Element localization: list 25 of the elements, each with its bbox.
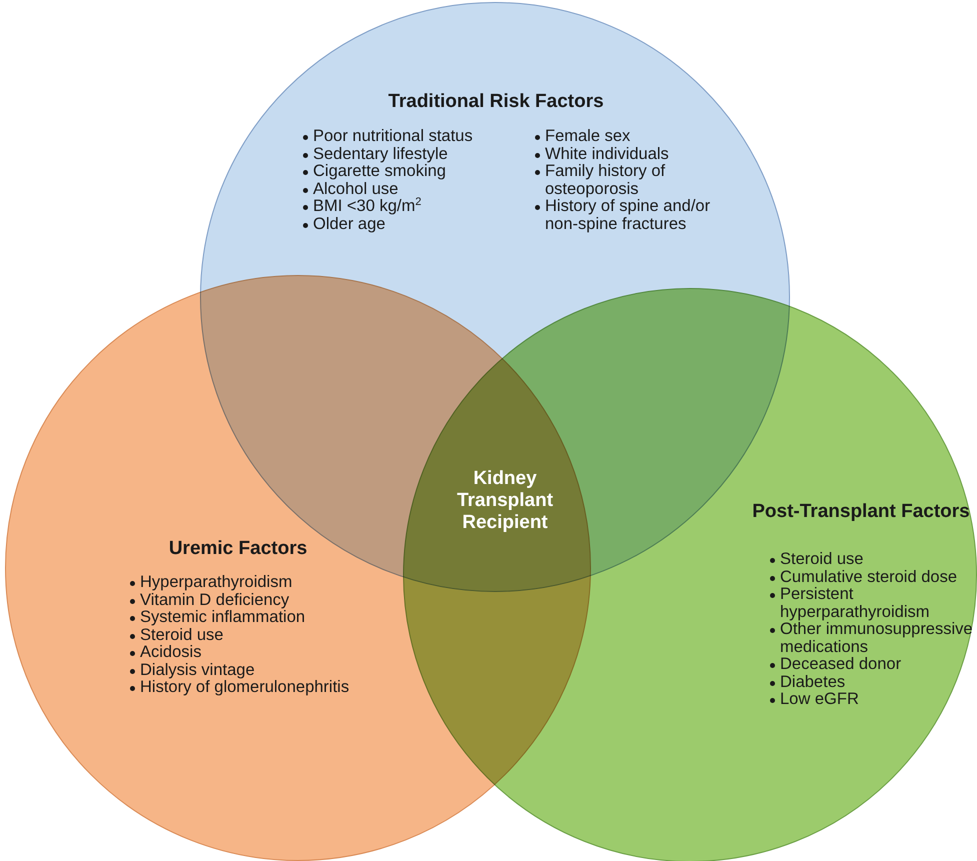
list-item: Sedentary lifestyle (302, 146, 448, 163)
list-item: Low eGFR (769, 691, 859, 708)
list-item: History of glomerulonephritis (129, 679, 350, 696)
list-item: Alcohol use (302, 180, 398, 198)
list-item: Persistent hyperparathyroidism (769, 586, 977, 621)
list-item: Deceased donor (769, 656, 902, 674)
list-item: Steroid use (129, 626, 224, 644)
list-item: Family history of osteoporosis (534, 163, 739, 198)
list-item: Older age (302, 216, 386, 233)
circle-heading: Post-Transplant Factors (751, 501, 971, 523)
list-item: Cigarette smoking (302, 163, 446, 180)
center-label: Kidney Transplant Recipient (430, 468, 580, 534)
list-item: Other immunosuppressive medications (769, 621, 977, 656)
list-item: Vitamin D deficiency (129, 592, 290, 609)
list-item: White individuals (534, 146, 669, 163)
list-item: Poor nutritional status (302, 128, 473, 146)
list-item: History of spine and/or non-spine fractures (534, 198, 739, 233)
list-item: Systemic inflammation (129, 609, 306, 626)
circle-heading: Traditional Risk Factors (387, 91, 605, 113)
list-item: Diabetes (769, 674, 846, 691)
list-item: Female sex (534, 128, 630, 146)
list-item: Dialysis vintage (129, 662, 255, 679)
list-item: Acidosis (129, 644, 202, 662)
list-item: BMI <30 kg/m$^{2}$ (302, 198, 422, 216)
circle-heading: Uremic Factors (168, 538, 308, 560)
